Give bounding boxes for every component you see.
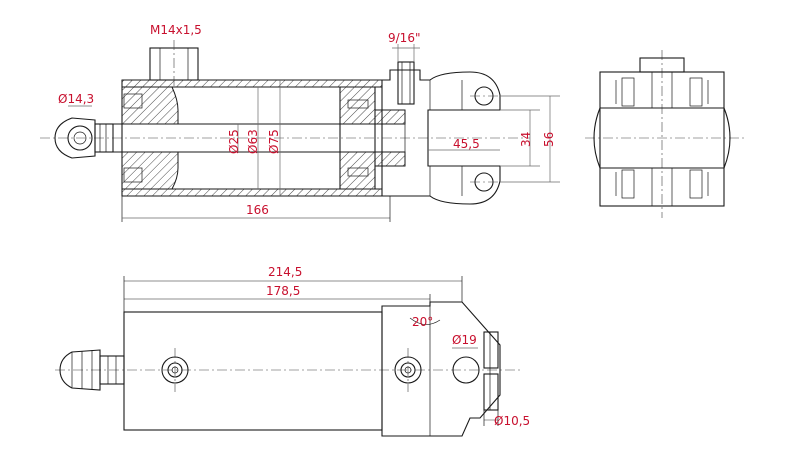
clevis-depth-label: 45,5 <box>453 137 480 151</box>
pin-dia-label: Ø19 <box>452 333 477 347</box>
angle-label: 20° <box>412 315 433 329</box>
rod-eye <box>54 117 114 159</box>
port-9-16 <box>392 44 420 105</box>
thread-label: M14x1,5 <box>150 23 202 37</box>
rod-dia-label: Ø25 <box>227 129 241 154</box>
port-m14 <box>149 40 199 86</box>
piston <box>339 86 376 190</box>
clevis-gap-label: 34 <box>519 132 533 147</box>
body-length-label: 166 <box>246 203 269 217</box>
gland <box>121 86 179 190</box>
eye-end <box>59 349 125 391</box>
eye-dia-label: Ø14,3 <box>58 92 94 106</box>
hole-dia-label: Ø10,5 <box>494 414 530 428</box>
bore-dia-label: Ø63 <box>246 129 260 154</box>
rear-clevis <box>381 69 501 205</box>
side-view <box>55 276 520 437</box>
clevis-height-label: 56 <box>542 132 556 147</box>
port-label: 9/16" <box>388 31 420 45</box>
pin-center-length-label: 178,5 <box>266 284 300 298</box>
dimension-labels: M14x1,5 9/16" Ø14,3 Ø25 Ø63 Ø75 45,5 34 … <box>58 23 556 428</box>
overall-length-label: 214,5 <box>268 265 302 279</box>
side-tube <box>123 311 383 431</box>
tube-dia-label: Ø75 <box>267 129 281 154</box>
section-view <box>40 40 560 222</box>
end-view <box>585 50 745 218</box>
side-rear-block <box>381 301 501 437</box>
side-port-front <box>161 348 189 392</box>
